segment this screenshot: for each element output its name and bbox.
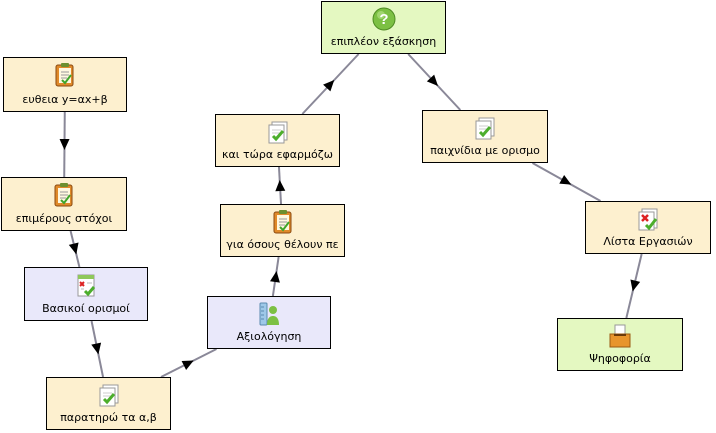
node-lista-ergasion[interactable]: Λίστα Εργασιών: [585, 201, 711, 254]
task-list-icon: [635, 206, 661, 232]
node-axiologisi[interactable]: Αξιολόγηση: [207, 296, 331, 349]
node-label: παιχνίδια με ορισμο: [430, 144, 540, 157]
node-epimerous-stoxoi[interactable]: επιμέρους στόχοι: [1, 177, 127, 231]
arrowhead-n7-n8: [323, 79, 335, 92]
node-label: Λίστα Εργασιών: [603, 235, 693, 248]
node-epipleon-exaskisi[interactable]: ? επιπλέον εξάσκηση: [321, 1, 446, 54]
arrowhead-n2-n3: [68, 242, 79, 255]
node-label: Ψηφοφορία: [589, 352, 651, 365]
notepad-icon: [51, 182, 77, 208]
node-psifoforia[interactable]: Ψηφοφορία: [557, 318, 683, 371]
svg-text:?: ?: [379, 11, 388, 28]
arrowhead-n5-n6: [270, 271, 280, 283]
node-gia-osous[interactable]: για όσους θέλουν πε: [220, 204, 345, 257]
node-label: και τώρα εφαρμόζω: [222, 148, 333, 161]
node-vasikoi-orismoi[interactable]: Βασικοί ορισμοί: [24, 267, 148, 321]
arrowhead-n6-n7: [275, 180, 286, 192]
node-label: επιπλέον εξάσκηση: [330, 35, 437, 48]
node-label: Βασικοί ορισμοί: [42, 302, 130, 315]
notepad-icon: [52, 62, 78, 88]
arrowhead-n9-n10: [559, 174, 572, 185]
arrowhead-n10-n11: [630, 279, 641, 292]
arrowhead-n3-n4: [91, 342, 102, 355]
checked-page-icon: [472, 115, 498, 141]
node-paratiro[interactable]: παρατηρώ τα α,β: [46, 377, 171, 430]
notepad-icon: [270, 209, 296, 235]
node-kai-tora[interactable]: και τώρα εφαρμόζω: [215, 114, 340, 167]
node-label: ευθεια y=αx+β: [22, 93, 108, 106]
question-icon: ?: [371, 6, 397, 32]
node-label: παρατηρώ τα α,β: [60, 411, 157, 424]
node-paixnidia[interactable]: παιχνίδια με ορισμο: [422, 110, 548, 163]
arrowhead-n1-n2: [59, 138, 70, 150]
ballot-box-icon: [607, 323, 633, 349]
node-label: Αξιολόγηση: [236, 330, 302, 343]
node-ευθεια[interactable]: ευθεια y=αx+β: [3, 57, 127, 112]
arrowhead-n8-n9: [426, 74, 438, 87]
checked-page-icon: [96, 382, 122, 408]
node-label: επιμέρους στόχοι: [15, 212, 113, 225]
quiz-icon: [73, 272, 99, 298]
checked-page-icon: [265, 119, 291, 145]
assessment-icon: [256, 301, 282, 327]
node-label: για όσους θέλουν πε: [226, 238, 339, 251]
arrowhead-n4-n5: [181, 360, 194, 370]
